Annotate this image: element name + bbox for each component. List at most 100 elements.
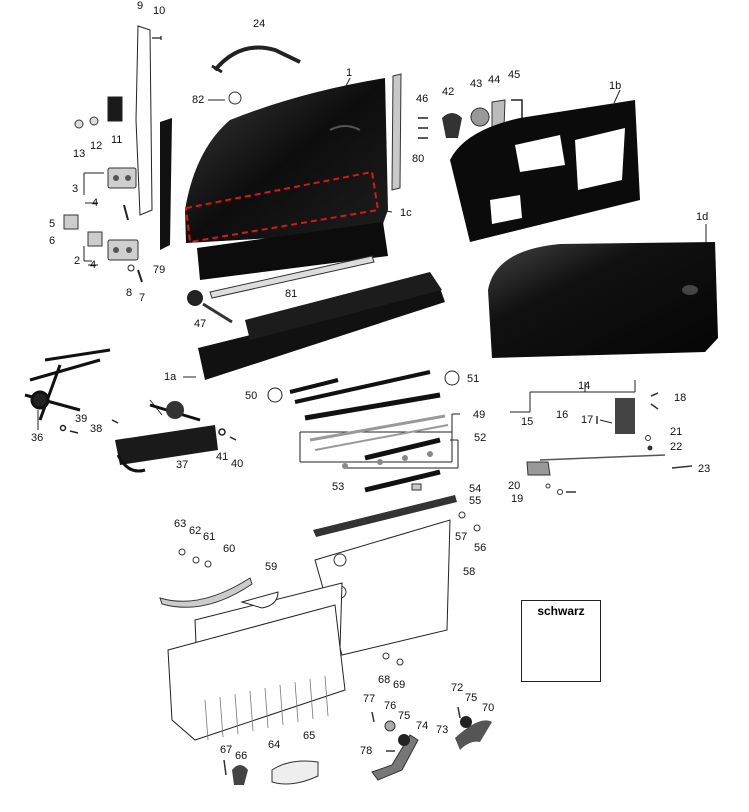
part-8-washer bbox=[127, 264, 135, 272]
callout-65: 65 bbox=[303, 730, 316, 742]
part-47-bolt bbox=[202, 302, 233, 324]
callout-43: 43 bbox=[470, 78, 483, 90]
part-1c-repair-outline bbox=[184, 170, 380, 244]
part-42-bumper bbox=[442, 113, 462, 138]
part-55-strip bbox=[313, 495, 457, 537]
part-1a-sill-top bbox=[245, 272, 442, 340]
callout-50: 50 bbox=[245, 390, 258, 402]
callout-2: 2 bbox=[74, 255, 81, 267]
part-1b-cutouts bbox=[490, 128, 625, 224]
callout-57: 57 bbox=[455, 531, 468, 543]
callout-40: 40 bbox=[231, 458, 244, 470]
part-54-clip bbox=[411, 483, 422, 491]
callout-16: 16 bbox=[556, 409, 569, 421]
callout-80: 80 bbox=[412, 153, 425, 165]
part-64-pocket-lines bbox=[204, 675, 329, 741]
callout-60: 60 bbox=[223, 543, 236, 555]
part-79-seal bbox=[160, 118, 172, 250]
part-52-seal bbox=[364, 437, 441, 461]
callout-22: 22 bbox=[670, 441, 683, 453]
part-1c-panel bbox=[197, 222, 388, 280]
callout-59: 59 bbox=[265, 561, 278, 573]
callout-45: 45 bbox=[508, 69, 521, 81]
callout-4b: 4 bbox=[90, 259, 97, 271]
parts-38-41-hardware bbox=[59, 419, 237, 441]
callout-3: 3 bbox=[72, 183, 79, 195]
callout-58: 58 bbox=[463, 566, 476, 578]
part-6-plate bbox=[87, 231, 103, 247]
part-75-rosette-b bbox=[398, 734, 410, 746]
callout-82: 82 bbox=[192, 94, 205, 106]
callout-14: 14 bbox=[578, 380, 591, 392]
callout-4a: 4 bbox=[92, 197, 99, 209]
part-59-handle bbox=[240, 591, 279, 609]
callout-69: 69 bbox=[393, 679, 406, 691]
callout-6: 6 bbox=[49, 235, 56, 247]
callout-56: 56 bbox=[474, 542, 487, 554]
part-49-seal bbox=[304, 392, 441, 421]
callout-66: 66 bbox=[235, 750, 248, 762]
part-53-clips bbox=[342, 451, 433, 469]
callout-77: 77 bbox=[363, 693, 376, 705]
parts-14-23-lock-assembly bbox=[526, 392, 693, 495]
callout-73: 73 bbox=[436, 724, 449, 736]
callout-42: 42 bbox=[442, 86, 455, 98]
part-65-pad bbox=[271, 760, 319, 785]
part-1d-outer-skin bbox=[488, 242, 718, 358]
part-51-seal bbox=[294, 370, 431, 404]
inset-label: schwarz bbox=[537, 604, 585, 618]
part-56-clip bbox=[473, 524, 481, 532]
callout-18: 18 bbox=[674, 392, 687, 404]
part-50-seal bbox=[289, 378, 339, 394]
leader-lines bbox=[37, 77, 707, 573]
part-57-clip bbox=[458, 511, 466, 519]
callout-5: 5 bbox=[49, 218, 56, 230]
part-37-regulator bbox=[115, 401, 218, 473]
part-52-strip-a bbox=[309, 414, 446, 442]
part-45-clip bbox=[511, 99, 523, 120]
part-36-regulator bbox=[24, 348, 111, 421]
callout-76: 76 bbox=[384, 700, 397, 712]
part-12-washer bbox=[89, 116, 99, 126]
callout-79: 79 bbox=[153, 264, 166, 276]
callout-17: 17 bbox=[581, 414, 594, 426]
callout-10: 10 bbox=[153, 5, 166, 17]
callout-24: 24 bbox=[253, 18, 266, 30]
part-13-washer bbox=[74, 119, 84, 129]
callout-75b: 75 bbox=[465, 692, 478, 704]
callout-49: 49 bbox=[473, 409, 486, 421]
callout-61: 61 bbox=[203, 531, 216, 543]
inset-box: schwarz bbox=[521, 600, 601, 682]
callout-23: 23 bbox=[698, 463, 711, 475]
part-54-seal bbox=[364, 469, 441, 493]
callout-13: 13 bbox=[73, 148, 86, 160]
callout-67: 67 bbox=[220, 744, 233, 756]
callout-1c: 1c bbox=[400, 207, 412, 219]
part-68-washer bbox=[382, 652, 390, 660]
callout-1d: 1d bbox=[696, 211, 709, 223]
callout-9: 9 bbox=[137, 0, 144, 12]
part-66-clip bbox=[232, 765, 248, 785]
part-72-screw bbox=[457, 706, 461, 719]
part-1d-handle-recess bbox=[682, 285, 698, 295]
part-70-crank-arm bbox=[455, 720, 492, 750]
callout-62: 62 bbox=[189, 525, 202, 537]
callout-21: 21 bbox=[670, 426, 683, 438]
callout-63: 63 bbox=[174, 518, 187, 530]
part-82-cap bbox=[228, 91, 242, 105]
callout-20: 20 bbox=[508, 480, 521, 492]
callout-47: 47 bbox=[194, 318, 207, 330]
part-75-rosette-a bbox=[460, 716, 472, 728]
part-2-hinge bbox=[107, 239, 139, 261]
part-1-handle-recess bbox=[329, 125, 361, 131]
part-7-bolt bbox=[137, 269, 143, 283]
callout-38: 38 bbox=[90, 423, 103, 435]
part-1-door-shell bbox=[185, 78, 388, 243]
callout-11: 11 bbox=[111, 134, 123, 146]
part-46-screws bbox=[418, 117, 428, 139]
callout-52: 52 bbox=[474, 432, 487, 444]
part-47-bushing bbox=[187, 290, 203, 306]
callout-41: 41 bbox=[216, 451, 229, 463]
callout-36: 36 bbox=[31, 432, 44, 444]
